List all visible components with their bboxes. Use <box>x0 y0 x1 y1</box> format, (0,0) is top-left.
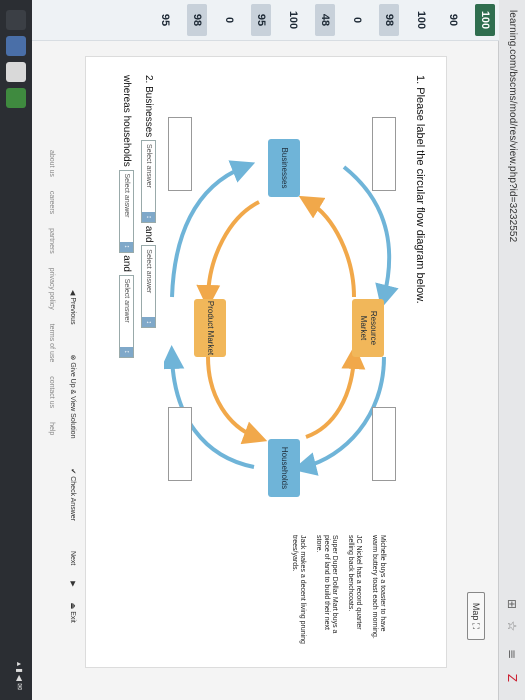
question-2-line-2: whereas households Select answer ↕ and Se… <box>119 75 134 358</box>
map-icon: ⛶ <box>471 622 481 630</box>
score-column: 100 90 100 98 0 48 100 95 0 98 95 <box>0 0 499 41</box>
give-up-button[interactable]: ⊗ Give Up & View Solution <box>69 354 76 439</box>
url-text[interactable]: learning.com/bscms/mod/res/view.php?id=3… <box>507 10 518 243</box>
exit-button[interactable]: ⏏ Exit <box>69 602 76 623</box>
taskbar-app-icon[interactable] <box>6 62 26 82</box>
score-item[interactable]: 0 <box>351 16 363 24</box>
score-item[interactable]: 98 <box>379 4 399 36</box>
score-item[interactable]: 95 <box>159 13 171 27</box>
browser-url-bar[interactable]: learning.com/bscms/mod/res/view.php?id=3… <box>498 0 525 700</box>
answer-select[interactable]: Select answer ↕ <box>141 140 156 224</box>
word-bank: Michelle buys a toaster to have warm but… <box>282 535 386 645</box>
question-2-households-label: whereas households <box>120 75 132 167</box>
select-placeholder: Select answer <box>123 278 130 323</box>
question-2-line-1: 2. Businesses Select answer ↕ and Select … <box>141 75 156 329</box>
start-icon[interactable] <box>6 10 26 30</box>
word-bank-item[interactable]: Michelle buys a toaster to have warm but… <box>371 535 386 639</box>
businesses-box: Businesses <box>268 139 300 197</box>
flow-arrows <box>164 160 399 476</box>
word-bank-item[interactable]: JC Nickel has a record quarter selling b… <box>347 535 362 630</box>
question-nav: ◀ Previous ⊗ Give Up & View Solution ✔ C… <box>69 290 77 651</box>
file-explorer-icon[interactable] <box>6 36 26 56</box>
menu-icon[interactable]: ≡ <box>505 648 519 660</box>
previous-label: Previous <box>69 297 76 325</box>
question-2-label: 2. Businesses <box>142 75 154 138</box>
answer-drop-box[interactable] <box>168 407 192 481</box>
answer-drop-box[interactable] <box>372 117 396 191</box>
give-up-label: Give Up & View Solution <box>69 362 76 439</box>
score-item[interactable]: 0 <box>223 16 235 24</box>
product-market-box: Product Market <box>194 299 226 357</box>
previous-button[interactable]: ◀ Previous <box>69 290 76 325</box>
footer-link[interactable]: help <box>48 422 55 436</box>
inner-flow-arrow-bottom <box>206 356 268 445</box>
question-panel: 1. Please label the circular flow diagra… <box>85 56 447 668</box>
select-placeholder: Select answer <box>123 173 130 218</box>
households-box: Households <box>268 439 300 497</box>
score-item[interactable]: 100 <box>415 10 427 30</box>
footer-link[interactable]: contact us <box>48 376 55 409</box>
check-answer-label: Check Answer <box>69 476 76 521</box>
chevron-updown-icon: ↕ <box>142 317 155 328</box>
select-placeholder: Select answer <box>145 249 152 294</box>
word-bank-item[interactable]: Super Duper Dollar Mart buys a piece of … <box>315 535 338 634</box>
inner-flow-arrow-top <box>298 195 356 298</box>
outer-flow-arrow-bottom-left <box>170 160 256 298</box>
taskbar: ▴ ▮ ◀ ✉ <box>0 0 32 700</box>
extension-z-icon[interactable]: Z <box>505 673 519 683</box>
score-item[interactable]: 48 <box>315 4 335 36</box>
footer-link[interactable]: partners <box>48 228 55 254</box>
score-item[interactable]: 90 <box>447 13 459 27</box>
outer-flow-arrow-top <box>342 165 399 309</box>
footer-link[interactable]: about us <box>48 150 55 177</box>
word-bank-item[interactable]: Jack makes a decent living pruning trees… <box>291 535 306 644</box>
outer-flow-arrow-bottom-right <box>164 345 255 469</box>
answer-drop-box[interactable] <box>168 117 192 191</box>
chevron-updown-icon: ↕ <box>142 212 155 223</box>
score-item[interactable]: 98 <box>187 4 207 36</box>
answer-select[interactable]: Select answer ↕ <box>119 274 134 358</box>
answer-select[interactable]: Select answer ↕ <box>119 169 134 253</box>
outer-flow-arrow-right <box>292 356 386 476</box>
select-placeholder: Select answer <box>145 144 152 189</box>
footer-link[interactable]: terms of use <box>48 323 55 363</box>
map-button[interactable]: Map ⛶ <box>467 592 485 640</box>
chevron-updown-icon: ↕ <box>120 346 133 357</box>
map-button-label: Map <box>471 602 481 621</box>
footer-link[interactable]: careers <box>48 190 55 215</box>
next-button[interactable]: Next ▶ <box>69 550 76 587</box>
footer-link[interactable]: privacy policy <box>48 267 55 310</box>
next-label: Next <box>69 550 76 566</box>
exit-label: Exit <box>69 611 76 623</box>
inner-flow-arrow-right <box>305 345 366 439</box>
answer-drop-box[interactable] <box>372 407 396 481</box>
score-item[interactable]: 100 <box>287 10 299 30</box>
bookmark-star-icon[interactable]: ☆ <box>505 620 519 632</box>
check-answer-button[interactable]: ✔ Check Answer <box>69 468 76 521</box>
chrome-icon[interactable] <box>6 88 26 108</box>
circular-flow-diagram: Resource Market Product Market Businesse… <box>164 107 404 517</box>
conjunction-text: and <box>120 255 132 272</box>
footer-links: about us careers partners privacy policy… <box>48 150 55 447</box>
system-tray: ▴ ▮ ◀ ✉ <box>15 662 24 690</box>
question-1-text: 1. Please label the circular flow diagra… <box>414 75 426 304</box>
chevron-updown-icon: ↕ <box>120 241 133 252</box>
score-item[interactable]: 100 <box>475 4 495 36</box>
conjunction-text: and <box>142 225 154 243</box>
resource-market-box: Resource Market <box>352 299 384 357</box>
score-item[interactable]: 95 <box>251 4 271 36</box>
extensions-icon[interactable]: ⊞ <box>505 598 519 610</box>
answer-select[interactable]: Select answer ↕ <box>141 245 156 329</box>
inner-flow-arrow-left <box>196 200 260 309</box>
